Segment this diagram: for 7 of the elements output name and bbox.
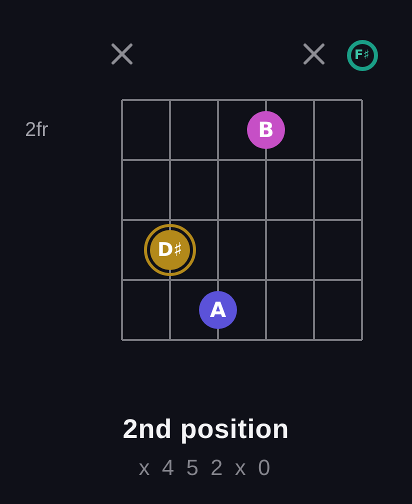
fingering-caption: x 4 5 2 x 0 [138, 455, 274, 480]
chord-title: 2nd position [122, 414, 290, 444]
note-marker: B [247, 111, 285, 149]
note-marker: A [199, 291, 237, 329]
open-string-note-marker: F♯ [346, 40, 378, 70]
root-note-marker: D♯ [144, 224, 196, 276]
fret-number-label: 2fr [25, 118, 48, 142]
